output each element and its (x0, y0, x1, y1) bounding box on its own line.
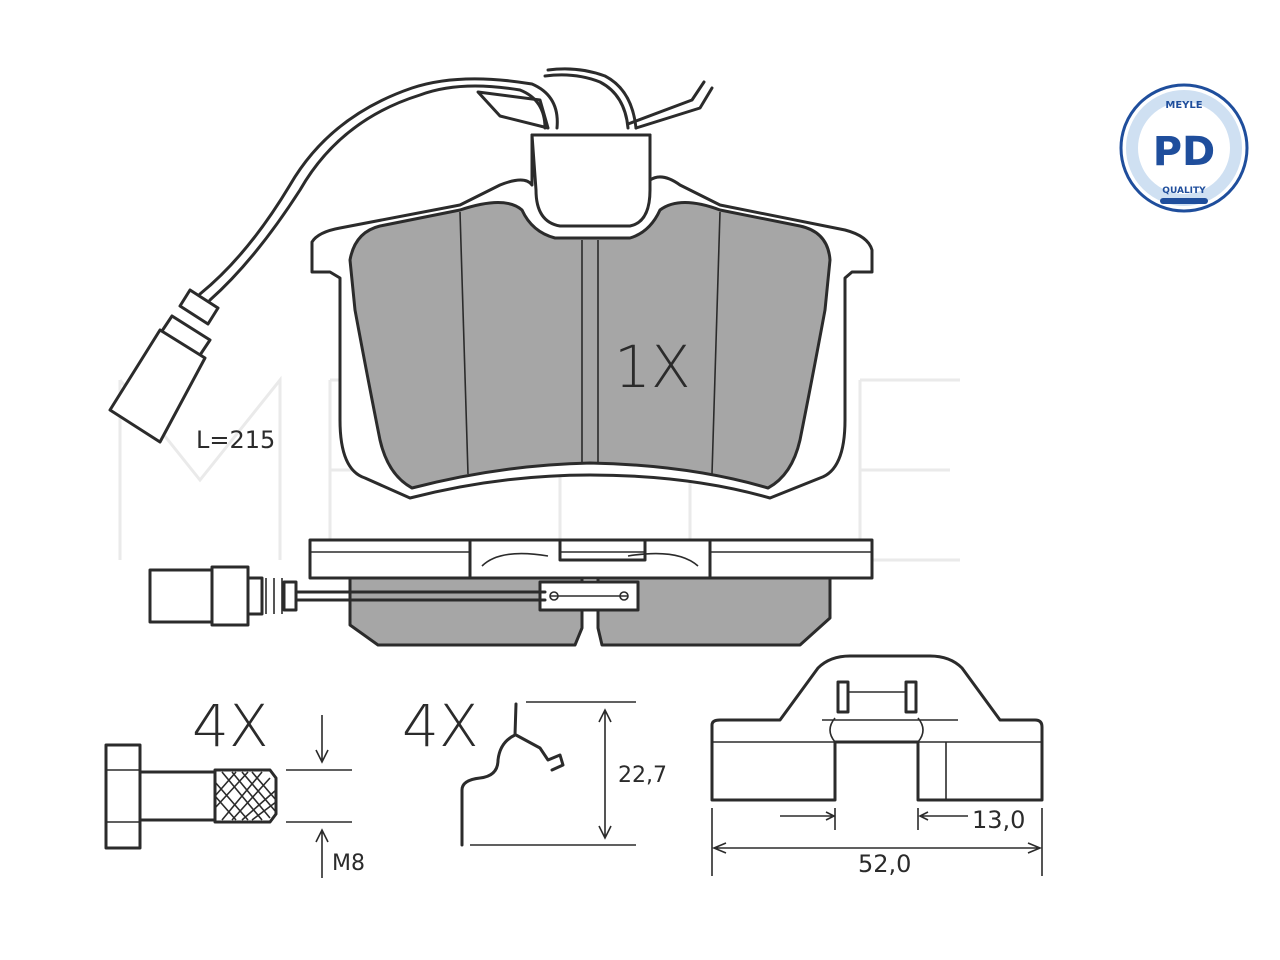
sensor-connector-side (148, 565, 298, 627)
spring-clip-drawing (460, 701, 636, 847)
sensor-tab (530, 133, 652, 228)
slot-width-dimension (780, 808, 968, 830)
pad-width-dimension (711, 808, 1043, 876)
clip-height-label: 22,7 (618, 763, 667, 788)
meyle-pd-quality-badge: MEYLE PD QUALITY (1119, 83, 1249, 213)
badge-main-text: PD (1153, 129, 1216, 175)
thread-size-label: M8 (332, 851, 365, 876)
pad-groove-right (711, 211, 721, 475)
badge-bottom-text: QUALITY (1162, 186, 1206, 196)
pad-groove-left (459, 211, 469, 475)
spring-quantity-label: 4X (402, 692, 479, 760)
slot-width-label: 13,0 (972, 806, 1025, 834)
wear-sensor-wire (108, 67, 714, 444)
side-friction-right (596, 576, 832, 647)
cable-length-label: L=215 (196, 426, 275, 454)
brake-pad-front-view (310, 133, 874, 500)
badge-outer-ring (1119, 83, 1249, 213)
clip-height-dimension (470, 701, 636, 846)
badge-bottom-bar (1160, 198, 1208, 204)
bolt-quantity-label: 4X (192, 692, 269, 760)
clip-plate-drawing (710, 654, 1044, 876)
sensor-connector-front (108, 288, 220, 444)
bolt-drawing (104, 715, 352, 878)
m8-dimension (286, 715, 352, 878)
brake-pad-side-view (148, 538, 874, 647)
badge-top-text: MEYLE (1165, 100, 1202, 111)
friction-material (348, 201, 832, 490)
pad-width-label: 52,0 (858, 850, 911, 878)
pad-quantity-label: 1X (614, 333, 691, 401)
side-spring-clip (468, 538, 712, 580)
